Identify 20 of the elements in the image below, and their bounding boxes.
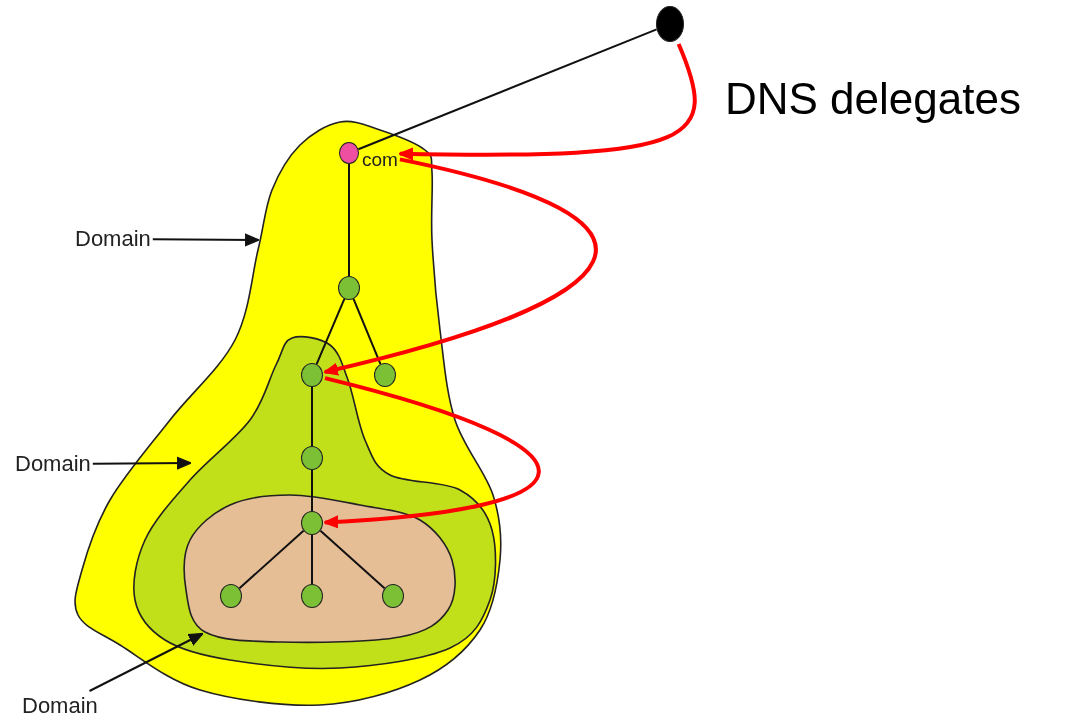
leader-arrow: [88, 632, 204, 692]
domain-label: Domain: [75, 226, 151, 252]
tree-edge-line: [352, 297, 382, 366]
tree-edge-line: [319, 529, 386, 590]
tree-edge-line: [348, 163, 350, 277]
tree-edge-line: [311, 386, 313, 447]
domain-label: Domain: [15, 451, 91, 477]
tree-edge-line: [311, 469, 313, 512]
tree-edge-line: [238, 529, 305, 590]
leader-arrow: [151, 233, 260, 247]
arrow: [323, 376, 541, 528]
tree-edge-line: [311, 534, 313, 585]
annotation-text: DNS delegates: [725, 74, 1021, 124]
tree-edge-line: [357, 28, 658, 151]
leader-arrow: [91, 456, 192, 470]
arrow: [323, 157, 598, 376]
arrow: [398, 43, 697, 161]
domain-label: Domain: [22, 693, 98, 719]
node-label: com: [362, 149, 398, 171]
tree-edge-line: [315, 297, 346, 366]
